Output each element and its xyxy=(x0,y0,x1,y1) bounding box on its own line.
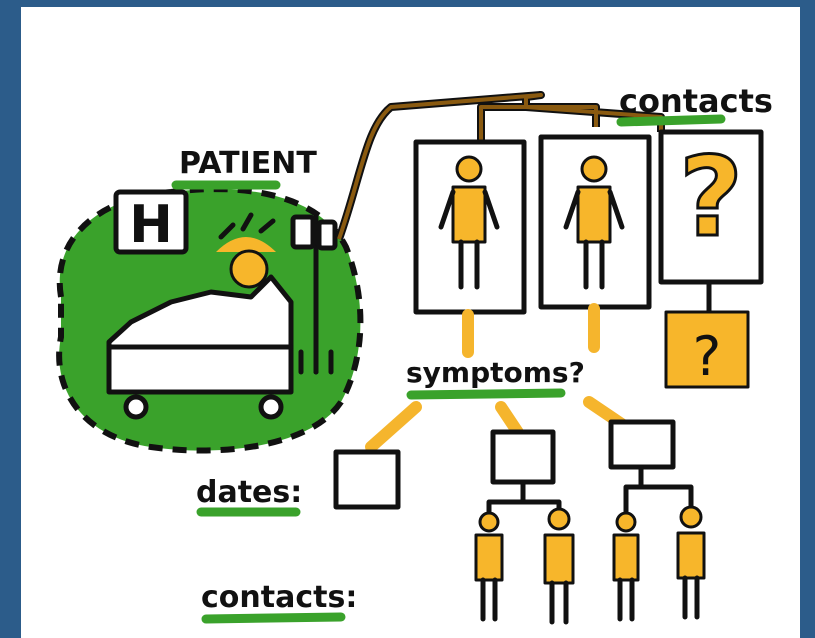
contacts-top-label: contacts xyxy=(619,82,773,120)
contact-card-2 xyxy=(538,134,652,310)
bottom-contact-3-legs xyxy=(617,577,635,622)
bed-wheel-left xyxy=(123,394,149,420)
iv-stand xyxy=(290,214,338,375)
contact-card-1 xyxy=(413,139,527,315)
contact-2-body xyxy=(576,185,612,244)
dates-label: dates: xyxy=(196,475,302,510)
bottom-contact-3-head xyxy=(615,511,637,533)
bottom-contact-4-legs xyxy=(682,575,700,620)
contacts-bottom-label: contacts: xyxy=(201,580,357,615)
contacts-top-underline xyxy=(616,114,726,127)
contact-3-question: ? xyxy=(679,133,743,261)
contacts-bottom-underline xyxy=(201,612,346,624)
hospital-h-label: H xyxy=(129,195,173,255)
contact-card-3-frame xyxy=(658,129,764,285)
bottom-contact-2-head xyxy=(547,507,571,531)
symptom-box-2 xyxy=(490,429,556,485)
contact-card-3: ? ? xyxy=(658,129,764,389)
contact-2-legs xyxy=(563,189,625,290)
hospital-h-shape xyxy=(113,189,189,255)
iv-bag xyxy=(290,214,316,250)
bottom-contact-3-body xyxy=(612,533,640,582)
bottom-contact-4-head xyxy=(679,505,703,529)
bottom-contact-2 xyxy=(543,507,575,625)
contact-3-sub-box xyxy=(664,310,750,389)
hospital-bed xyxy=(106,274,294,420)
dates-box xyxy=(333,449,401,510)
contact-1-head xyxy=(455,155,483,183)
contact-2-head xyxy=(580,155,608,183)
bottom-contact-2-body xyxy=(543,533,575,585)
contact-3-sub-question: ? xyxy=(693,325,722,388)
patient-label: PATIENT xyxy=(179,146,317,181)
bottom-contact-1 xyxy=(474,511,504,622)
contact-1-legs xyxy=(438,189,500,290)
symptom-box-3 xyxy=(608,419,676,470)
patient-head xyxy=(229,249,269,289)
symptoms-label: symptoms? xyxy=(406,356,585,389)
tree-right xyxy=(623,464,694,515)
tree-left xyxy=(486,479,562,515)
symptoms-to-dates xyxy=(365,401,422,453)
bottom-contact-4-body xyxy=(676,531,706,580)
bottom-contact-1-legs xyxy=(480,577,498,622)
contact-1-body xyxy=(451,185,487,244)
bottom-contact-4 xyxy=(676,505,706,620)
bed-wheel-right xyxy=(258,394,284,420)
iv-bag-2 xyxy=(316,219,338,251)
diagram-canvas: H PATIENT contacts xyxy=(21,7,800,638)
bed-frame xyxy=(106,274,294,395)
patient-area: H xyxy=(56,186,364,454)
bottom-contact-1-head xyxy=(478,511,500,533)
patient-glow xyxy=(218,212,276,240)
iv-base xyxy=(298,349,334,375)
patient-glow-fill xyxy=(216,237,276,252)
hospital-sign: H xyxy=(113,189,189,255)
symptoms-underline xyxy=(406,388,566,400)
bottom-contact-2-legs xyxy=(549,580,569,625)
bottom-contact-3 xyxy=(612,511,640,622)
patient-figure xyxy=(216,212,276,289)
bottom-contact-1-body xyxy=(474,533,504,582)
sketchnote-diagram: H PATIENT contacts xyxy=(56,82,773,625)
